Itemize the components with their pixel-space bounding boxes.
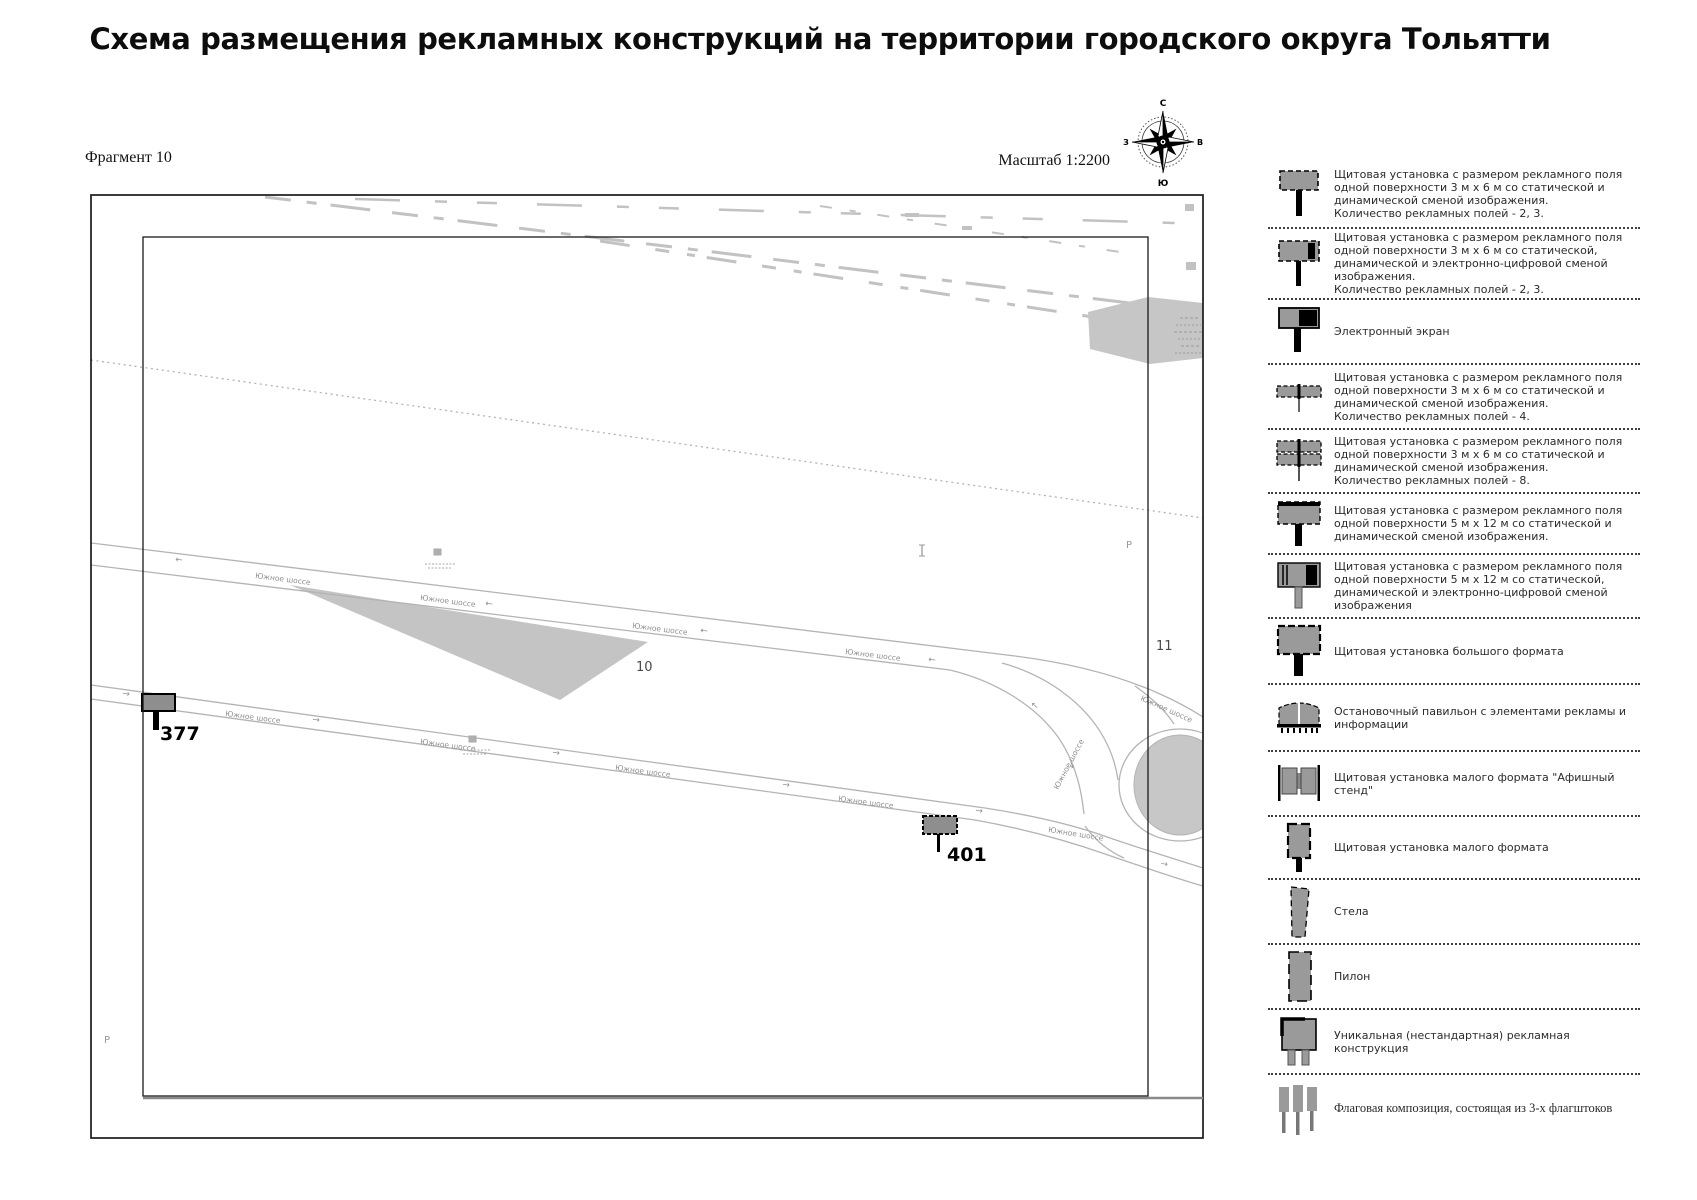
road-label: Южное шоссе [225, 709, 282, 725]
legend-item-text: Щитовая установка с размером рекламного … [1334, 504, 1623, 543]
svg-text:→: → [975, 806, 984, 817]
electronic-screen-icon [1278, 306, 1320, 352]
legend-item: Щитовая установка с размером рекламного … [1268, 160, 1640, 229]
parking-label-bottom-left: Р [104, 1035, 110, 1046]
road-lines [91, 542, 1203, 887]
svg-text:→: → [312, 715, 321, 726]
parking-label-right: Р [1126, 540, 1132, 551]
billboard-3x6-icon [1279, 169, 1319, 216]
svg-text:←: ← [700, 626, 709, 637]
legend-item-text: Щитовая установка малого формата [1334, 841, 1549, 854]
billboard-3x6-8fields-icon [1276, 439, 1322, 481]
legend-item-text: Щитовая установка с размером рекламного … [1334, 231, 1623, 296]
compass-rose-icon: С Ю З В [1123, 99, 1203, 189]
svg-text:→: → [552, 748, 561, 759]
unique-construction-icon [1280, 1016, 1317, 1065]
road-label: Южное шоссе [838, 794, 895, 810]
svg-text:←: ← [485, 599, 494, 610]
legend-item: Электронный экран [1268, 300, 1640, 365]
compass-north-label: С [1160, 99, 1167, 109]
map-inner-frame [142, 236, 1149, 1097]
poster-stand-icon [1278, 764, 1320, 801]
road-label: Южное шоссе [420, 737, 477, 753]
legend-item-text: Стела [1334, 905, 1369, 918]
compass-south-label: Ю [1158, 179, 1169, 189]
dotted-boundary-line [91, 359, 1203, 519]
marker-label: 377 [160, 723, 200, 745]
legend-item-text: Пилон [1334, 970, 1371, 983]
map-content: Южное шоссе Южное шоссе Южное шоссе Южно… [91, 195, 1203, 1046]
billboard-5x12-icon [1277, 500, 1321, 546]
scan-texture [264, 195, 1203, 336]
billboard-marker-401: 401 [922, 815, 987, 866]
svg-text:→: → [1065, 760, 1077, 771]
svg-text:←: ← [175, 555, 184, 566]
billboard-3x6-digital-icon [1278, 239, 1320, 286]
scale-label: Масштаб 1:2200 [998, 152, 1110, 169]
legend-item-text: Остановочный павильон с элементами рекла… [1334, 704, 1627, 731]
legend-item-text: Уникальная (нестандартная) рекламная кон… [1334, 1028, 1570, 1055]
legend-item-text: Щитовая установка большого формата [1334, 644, 1564, 658]
road-label: Южное шоссе [255, 571, 312, 587]
page-title: Схема размещения рекламных конструкций н… [89, 22, 1551, 56]
svg-text:→: → [782, 780, 791, 791]
billboard-3x6-4fields-icon [1276, 383, 1322, 412]
legend-item: Щитовая установка с размером рекламного … [1268, 494, 1640, 555]
legend-item: Щитовая установка с размером рекламного … [1268, 365, 1640, 430]
compass-east-label: В [1197, 138, 1203, 147]
legend-item-text: Щитовая установка малого формата "Афишны… [1334, 770, 1615, 797]
road-arrows: ← ← ← ← → → → → → → ← → [122, 555, 1169, 870]
road-label: Южное шоссе [615, 763, 672, 779]
legend-item-text: Щитовая установка с размером рекламного … [1334, 167, 1623, 220]
stela-icon [1290, 885, 1310, 938]
billboard-5x12-digital-icon [1277, 562, 1321, 609]
legend-item: Щитовая установка с размером рекламного … [1268, 555, 1640, 619]
large-format-billboard-icon [1276, 624, 1322, 676]
legend-item: Пилон [1268, 945, 1640, 1010]
legend-item: Щитовая установка с размером рекламного … [1268, 430, 1640, 494]
flag-composition-icon [1279, 1084, 1317, 1135]
legend-item-text: Электронный экран [1334, 325, 1450, 338]
zone-label-right: 11 [1156, 639, 1173, 654]
scan-specks [905, 204, 1196, 270]
legend-item: Щитовая установка большого формата [1268, 619, 1640, 685]
blob-illegible-text [1174, 317, 1202, 354]
legend-item-text: Флаговая композиция, состоящая из 3-х фл… [1334, 1101, 1613, 1115]
legend-item: Флаговая композиция, состоящая из 3-х фл… [1268, 1075, 1640, 1142]
roundabout-ring [1118, 728, 1203, 842]
legend-item: Стела [1268, 880, 1640, 945]
legend-item: Щитовая установка малого формата "Афишны… [1268, 752, 1640, 817]
zone-label-left: 10 [636, 660, 653, 675]
land-triangle [290, 585, 648, 700]
legend-item: Остановочный павильон с элементами рекла… [1268, 685, 1640, 752]
billboard-marker-377: 377 [141, 693, 200, 745]
svg-text:→: → [1159, 859, 1169, 870]
building-blob [1088, 297, 1203, 364]
fragment-label: Фрагмент 10 [85, 149, 172, 166]
legend: Щитовая установка с размером рекламного … [1268, 160, 1640, 1142]
legend-item: Уникальная (нестандартная) рекламная кон… [1268, 1010, 1640, 1075]
legend-item-text: Щитовая установка с размером рекламного … [1334, 435, 1623, 487]
tiny-map-symbols [425, 544, 925, 755]
map-outer-frame [90, 194, 1204, 1139]
legend-item-text: Щитовая установка с размером рекламного … [1334, 370, 1623, 423]
svg-text:←: ← [1028, 700, 1041, 713]
legend-item-text: Щитовая установка с размером рекламного … [1334, 560, 1623, 612]
svg-text:→: → [122, 689, 131, 700]
compass-west-label: З [1123, 138, 1129, 147]
legend-item: Щитовая установка малого формата [1268, 817, 1640, 880]
small-format-billboard-icon [1286, 822, 1312, 872]
roundabout-island [1133, 734, 1203, 836]
legend-item: Щитовая установка с размером рекламного … [1268, 229, 1640, 300]
marker-label: 401 [947, 844, 987, 866]
bus-shelter-icon [1277, 701, 1321, 733]
pylon-icon [1288, 950, 1312, 1002]
svg-text:←: ← [928, 655, 937, 666]
